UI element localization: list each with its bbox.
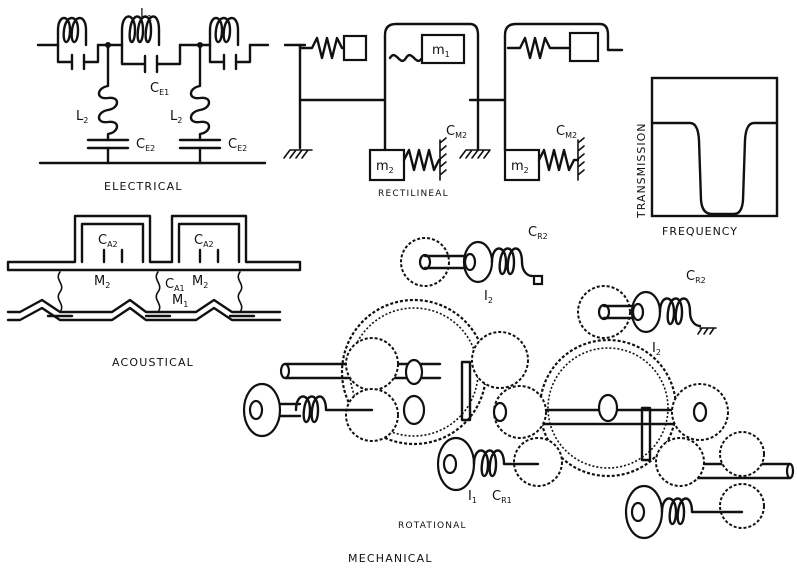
label-m2-sub: 2 (203, 281, 208, 290)
label-c: C (165, 277, 174, 292)
label-c: C (228, 137, 237, 152)
rotational-system: I2 CR2 I2 CR2 I1 CR1 ROTATIONAL (242, 225, 795, 540)
label-m2-sub: 2 (105, 281, 110, 290)
svg-text:CE1: CE1 (150, 81, 169, 97)
rectilineal-system: m1 m2 CM2 m2 CM2 RECTILINEAL (283, 22, 624, 199)
acoustical-title: ACOUSTICAL (112, 356, 194, 369)
svg-text:CM2: CM2 (446, 124, 467, 140)
svg-text:CE2: CE2 (228, 137, 247, 153)
label-c: C (150, 81, 159, 96)
svg-text:CR1: CR1 (492, 489, 512, 505)
label-c: C (446, 124, 455, 139)
label-m2-sub: 2 (524, 166, 529, 175)
label-m: m (376, 159, 389, 174)
label-ca2-sub: A2 (107, 240, 118, 249)
electrical-circuit: L1 CE1 L2 L2 CE2 CE2 ELECTRICAL (36, 7, 270, 193)
label-m: M (192, 274, 203, 289)
mechanical-title: MECHANICAL (348, 552, 433, 565)
label-ce1-sub: E1 (159, 88, 169, 97)
svg-text:CR2: CR2 (686, 269, 706, 285)
svg-text:CA2: CA2 (98, 233, 118, 249)
label-cm2-sub: M2 (565, 131, 577, 140)
label-i: I (468, 489, 472, 504)
label-cr1-sub: R1 (501, 496, 512, 505)
electrical-title: ELECTRICAL (104, 180, 183, 193)
label-ca2-sub: A2 (203, 240, 214, 249)
label-l: L (140, 7, 148, 22)
label-c: C (98, 233, 107, 248)
label-c: C (686, 269, 695, 284)
label-m: m (511, 159, 524, 174)
svg-text:M2: M2 (192, 274, 208, 290)
label-c: C (528, 225, 537, 240)
label-m: M (94, 274, 105, 289)
svg-text:I2: I2 (652, 341, 661, 357)
label-cr2-sub: R2 (695, 276, 706, 285)
svg-text:m1: m1 (432, 43, 450, 59)
label-i2-sub: 2 (656, 348, 661, 357)
label-l1-sub: 1 (147, 14, 152, 23)
rectilineal-title: RECTILINEAL (378, 189, 449, 199)
svg-text:M2: M2 (94, 274, 110, 290)
label-cr2-sub: R2 (537, 232, 548, 241)
label-c: C (556, 124, 565, 139)
label-m: m (432, 43, 445, 58)
x-axis-label: FREQUENCY (662, 225, 738, 238)
label-i1-sub: 1 (472, 496, 477, 505)
label-l: L (170, 109, 178, 124)
svg-text:L2: L2 (170, 109, 182, 125)
label-l: L (76, 109, 84, 124)
svg-text:CR2: CR2 (528, 225, 548, 241)
label-l2-sub: 2 (177, 116, 182, 125)
svg-text:CE2: CE2 (136, 137, 155, 153)
label-m2-sub: 2 (389, 166, 394, 175)
label-i: I (484, 289, 488, 304)
svg-text:I1: I1 (468, 489, 477, 505)
label-cm2-sub: M2 (455, 131, 467, 140)
label-ce2-sub: E2 (237, 144, 247, 153)
acoustical-system: CA2 CA2 M2 M2 CA1 M1 ACOUSTICAL (6, 214, 302, 369)
svg-text:I2: I2 (484, 289, 493, 305)
transmission-frequency-plot: TRANSMISSION FREQUENCY (635, 76, 779, 238)
label-i: I (652, 341, 656, 356)
svg-text:CA2: CA2 (194, 233, 214, 249)
label-l2-sub: 2 (83, 116, 88, 125)
svg-text:m2: m2 (376, 159, 394, 175)
label-m1-sub: 1 (445, 50, 450, 59)
y-axis-label: TRANSMISSION (635, 123, 648, 219)
label-c: C (136, 137, 145, 152)
svg-text:M1: M1 (172, 293, 188, 309)
label-c: C (194, 233, 203, 248)
rotational-title: ROTATIONAL (398, 521, 467, 531)
label-ce2-sub: E2 (145, 144, 155, 153)
svg-text:L1: L1 (140, 7, 152, 23)
svg-text:L2: L2 (76, 109, 88, 125)
label-c: C (492, 489, 501, 504)
svg-text:m2: m2 (511, 159, 529, 175)
label-ca1-sub: A1 (174, 284, 185, 293)
svg-text:CM2: CM2 (556, 124, 577, 140)
label-m: M (172, 293, 183, 308)
label-i2-sub: 2 (488, 296, 493, 305)
label-m1-sub: 1 (183, 300, 188, 309)
svg-text:CA1: CA1 (165, 277, 185, 293)
